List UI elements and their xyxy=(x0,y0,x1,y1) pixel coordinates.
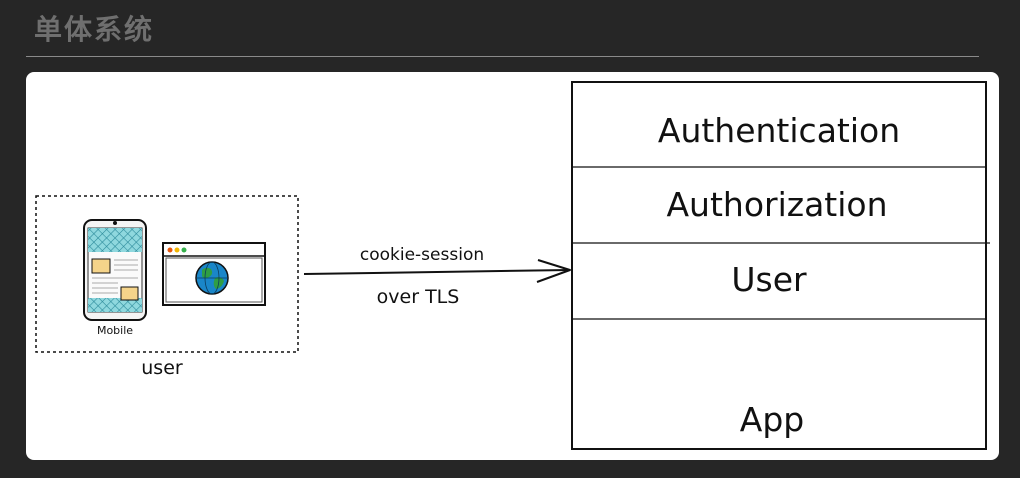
page-title: 单体系统 xyxy=(34,13,155,46)
mobile-phone-icon xyxy=(83,219,147,321)
layer-authentication: Authentication xyxy=(658,111,900,150)
title-divider xyxy=(26,56,979,57)
architecture-diagram: Mobile user cookie-session over TLS xyxy=(35,81,990,450)
connection-arrow xyxy=(303,259,571,283)
layer-authorization: Authorization xyxy=(666,185,887,224)
diagram-canvas: Mobile user cookie-session over TLS xyxy=(26,72,999,460)
layer-user: User xyxy=(731,260,807,299)
mobile-label: Mobile xyxy=(97,324,133,337)
layer-app: App xyxy=(740,400,804,439)
system-stack-frame xyxy=(571,81,987,450)
user-group-frame xyxy=(35,195,299,353)
user-label: user xyxy=(141,357,183,379)
connection-bottom-label: over TLS xyxy=(377,286,460,308)
system-stack: Authentication Authorization User App xyxy=(571,81,990,450)
globe-icon xyxy=(195,261,229,295)
connection-top-label: cookie-session xyxy=(360,245,484,265)
